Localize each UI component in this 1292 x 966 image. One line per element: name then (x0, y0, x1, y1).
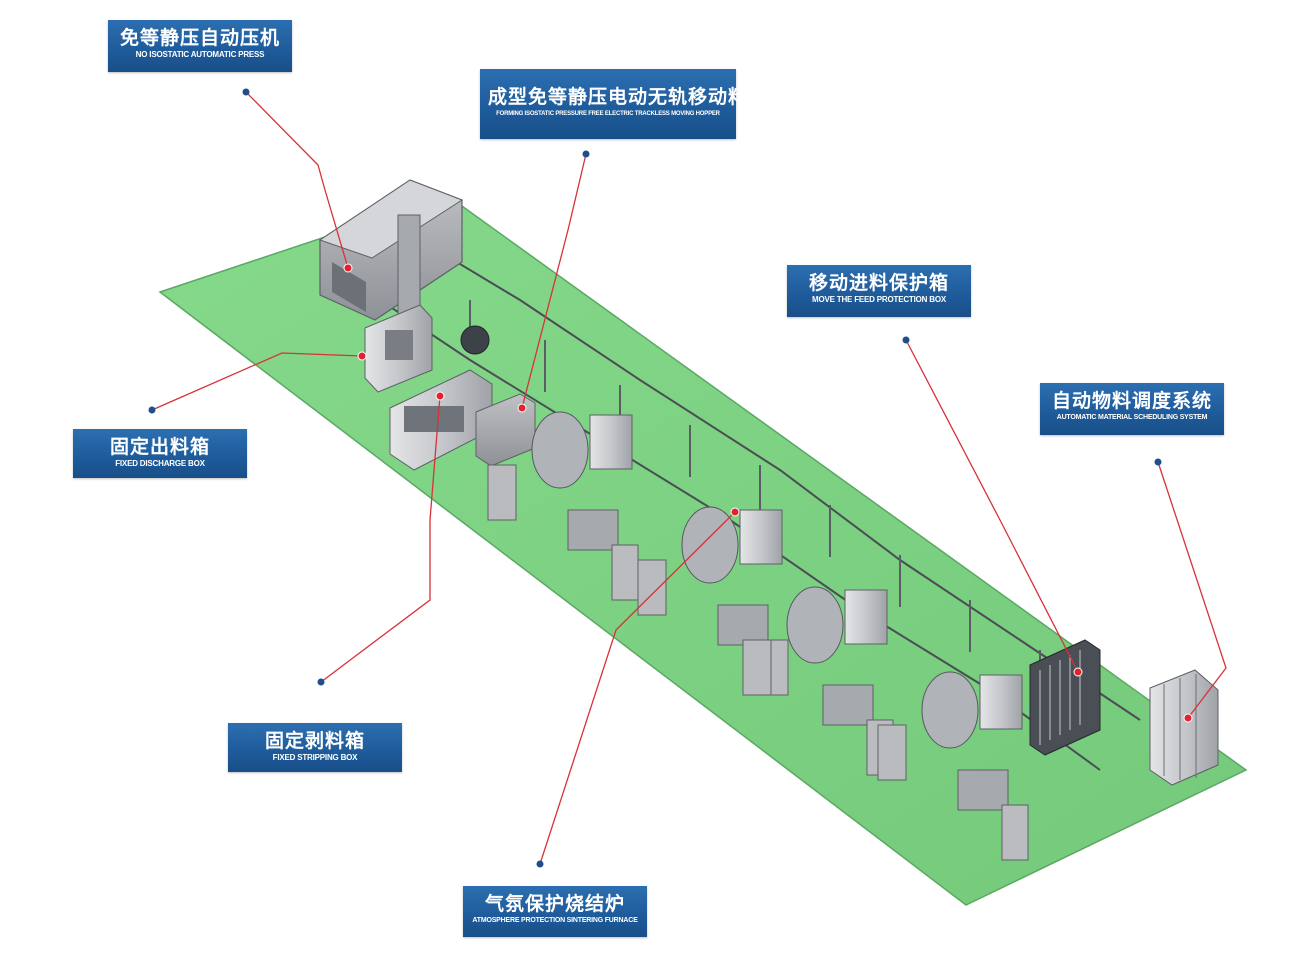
target-dots (343, 263, 1193, 723)
target-dot-icon (343, 263, 353, 273)
stripping-box-machine (389, 325, 493, 471)
label-discharge-box: 固定出料箱 FIXED DISCHARGE BOX (73, 429, 247, 478)
automatic-press-machine (318, 179, 464, 326)
label-zh: 免等静压自动压机 (119, 27, 280, 49)
callout-dot-icon (242, 88, 250, 96)
callout-dot-icon (902, 336, 910, 344)
target-dot-icon (730, 507, 740, 517)
label-zh: 成型免等静压电动无轨移动料车 (488, 86, 769, 108)
target-dot-icon (1073, 667, 1083, 677)
callout-dot-icon (1154, 458, 1162, 466)
label-feed-protection-box: 移动进料保护箱 MOVE THE FEED PROTECTION BOX (787, 265, 971, 317)
label-zh: 固定剥料箱 (264, 730, 365, 752)
leader-feedbox (905, 339, 1079, 673)
label-moving-hopper: 成型免等静压电动无轨移动料车 FORMING ISOSTATIC PRESSUR… (480, 69, 769, 139)
feed-protection-box-machine (1029, 639, 1101, 756)
discharge-box-machine (364, 304, 433, 393)
leader-disch (151, 352, 363, 411)
label-zh: 固定出料箱 (109, 436, 210, 458)
target-dot-icon (1183, 713, 1193, 723)
leader-hopper (521, 153, 587, 409)
label-automatic-press: 免等静压自动压机 NO ISOSTATIC AUTOMATIC PRESS (108, 20, 292, 72)
label-en: AUTOMATIC MATERIAL SCHEDULING SYSTEM (1056, 414, 1208, 421)
callout-dot-icon (317, 678, 325, 686)
label-en: ATMOSPHERE PROTECTION SINTERING FURNACE (472, 917, 638, 924)
leader-press (245, 91, 349, 269)
leader-ams (1157, 461, 1227, 719)
label-material-scheduling: 自动物料调度系统 AUTOMATIC MATERIAL SCHEDULING S… (1040, 383, 1224, 435)
target-dot-icon (517, 403, 527, 413)
callout-dot-icon (148, 406, 156, 414)
label-sintering-furnace: 气氛保护烧结炉 ATMOSPHERE PROTECTION SINTERING … (463, 886, 647, 937)
label-en: FIXED STRIPPING BOX (272, 753, 358, 762)
label-en: FORMING ISOSTATIC PRESSURE FREE ELECTRIC… (496, 111, 720, 117)
label-en: FIXED DISCHARGE BOX (115, 459, 205, 468)
label-zh: 移动进料保护箱 (808, 272, 949, 294)
callout-dots (148, 88, 1162, 868)
scheduling-system-cabinets (1149, 669, 1219, 786)
label-zh: 气氛保护烧结炉 (484, 893, 625, 915)
target-dot-icon (357, 351, 367, 361)
leader-strip (320, 395, 441, 683)
label-stripping-box: 固定剥料箱 FIXED STRIPPING BOX (228, 723, 402, 772)
callout-dot-icon (536, 860, 544, 868)
sintering-furnace-units (487, 411, 1029, 861)
target-dot-icon (435, 391, 445, 401)
label-zh: 自动物料调度系统 (1051, 390, 1212, 412)
leader-furnace (539, 511, 736, 865)
callout-dot-icon (582, 150, 590, 158)
label-en: NO ISOSTATIC AUTOMATIC PRESS (135, 50, 265, 59)
label-en: MOVE THE FEED PROTECTION BOX (812, 295, 946, 304)
leader-lines (151, 91, 1227, 865)
